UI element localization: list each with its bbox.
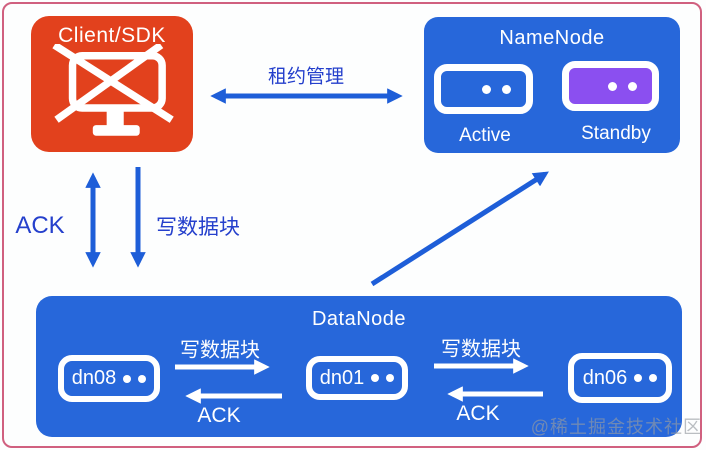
crossed-monitor-icon (52, 44, 174, 136)
watermark: @稀土掘金技术社区 (530, 417, 702, 437)
datanode-report-arrow (370, 171, 549, 287)
client-sdk-title: Client/SDK (58, 24, 166, 47)
led-dot (371, 374, 380, 382)
lease-management-label: 租约管理 (267, 66, 345, 88)
led-dot (628, 81, 637, 91)
standby-namenode-icon (562, 61, 659, 111)
client-write-label: 写数据块 (156, 216, 240, 239)
pipeline2-ack-label: ACK (456, 402, 500, 425)
active-namenode-icon (434, 64, 533, 114)
dn06-label: dn06 (582, 366, 628, 389)
active-label: Active (459, 125, 511, 146)
standby-label: Standby (581, 123, 651, 144)
led-dot (608, 81, 617, 91)
client-sdk-box: Client/SDK (31, 16, 193, 152)
datanode-dn06: dn06 (568, 353, 672, 403)
led-dot (649, 374, 658, 382)
led-dot (502, 84, 511, 94)
pipeline2-write-label: 写数据块 (441, 338, 521, 361)
led-dot (123, 374, 132, 383)
datanode-dn08: dn08 (58, 355, 160, 402)
led-dot (138, 374, 147, 383)
datanode-title: DataNode (311, 308, 407, 330)
namenode-box: NameNode Active Standby (424, 17, 680, 153)
led-dot (634, 374, 643, 382)
led-dot (482, 84, 491, 94)
dn08-label: dn08 (71, 367, 117, 389)
led-dot (386, 374, 395, 382)
pipeline1-write-label: 写数据块 (180, 339, 260, 362)
client-ack-label: ACK (15, 212, 65, 239)
namenode-title: NameNode (499, 27, 605, 49)
pipeline1-ack-label: ACK (197, 404, 241, 427)
dn01-label: dn01 (319, 366, 365, 389)
datanode-dn01: dn01 (306, 356, 408, 400)
